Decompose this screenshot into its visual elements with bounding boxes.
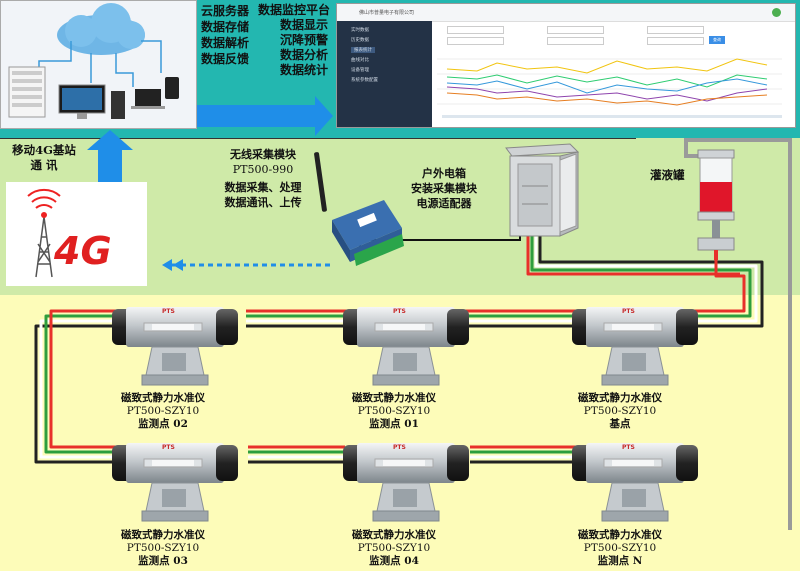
right-arrow-head (315, 96, 333, 136)
platform-feature: 数据监控平台 (258, 3, 331, 17)
uplink-arrow-shaft (98, 150, 122, 185)
date-input[interactable] (647, 37, 704, 45)
tank-label: 灌液罐 (650, 168, 685, 182)
filter-select[interactable] (447, 26, 504, 34)
monitor-icon (58, 84, 106, 119)
tank-icon (697, 149, 735, 260)
box-function: 电源适配器 (416, 197, 472, 210)
band-border (0, 138, 636, 139)
query-button[interactable]: 查询 (709, 36, 725, 44)
sensor-04 (342, 442, 470, 522)
dashboard-company: 佛山市普量电子有限公司 (359, 10, 415, 16)
sensor-brand: PTS (162, 308, 175, 315)
sensor-02 (111, 306, 239, 386)
4g-card: 4G (6, 182, 147, 286)
platform-features-list: 数据监控平台 数据显示 沉降预警 数据分析 数据统计 (258, 3, 331, 78)
wireless-module-label: 无线采集模块 PT500-990 数据采集、处理 数据通讯、上传 (216, 147, 310, 210)
series-line (446, 92, 768, 106)
series-line (446, 58, 768, 74)
monitoring-dashboard: 佛山市普量电子有限公司 实时数据 历史数据 报表统计 曲线对比 设备管理 系统参… (336, 3, 796, 128)
sensor-brand: PTS (393, 308, 406, 315)
filter-select[interactable] (647, 26, 704, 34)
wireless-module-icon (314, 152, 404, 266)
cable-black (34, 225, 764, 464)
cloud-services-list: 云服务器 数据存储 数据解析 数据反馈 (201, 3, 249, 67)
menu-item[interactable]: 实时数据 (351, 28, 369, 33)
sensor-base (571, 306, 699, 386)
outdoor-box-label: 户外电箱 安装采集模块 电源适配器 (396, 166, 492, 211)
menu-item[interactable]: 系统参数配置 (351, 78, 378, 83)
platform-feature: 数据显示 (279, 18, 328, 32)
filter-select[interactable] (547, 26, 604, 34)
outdoor-box-icon (505, 143, 580, 237)
cloud-service-item: 数据反馈 (201, 52, 250, 66)
sensor-01 (342, 306, 470, 386)
platform-feature: 数据统计 (279, 63, 328, 77)
base-station-subtitle: 通 讯 (30, 158, 58, 172)
series-line (446, 86, 768, 102)
menu-item[interactable]: 曲线对比 (351, 58, 369, 63)
series-line (446, 74, 768, 88)
menu-item-active[interactable]: 报表统计 (351, 47, 375, 53)
tank-pipe (684, 138, 792, 530)
date-input[interactable] (547, 37, 604, 45)
platform-feature: 数据分析 (279, 48, 328, 62)
series-line (446, 78, 768, 94)
wireless-arrow-head-2 (173, 259, 183, 271)
module-function: 数据采集、处理 (224, 181, 302, 194)
sensor-brand: PTS (622, 444, 635, 451)
sensor-brand: PTS (393, 444, 406, 451)
server-rack-icon (8, 66, 46, 118)
base-station-title: 移动4G基站 (12, 143, 76, 157)
menu-item[interactable]: 设备管理 (351, 68, 369, 73)
dashboard-line-chart (437, 58, 782, 118)
cable-red-upper (526, 225, 740, 276)
tablet-icon (165, 77, 179, 99)
cloud-service-item: 数据解析 (201, 36, 250, 50)
cable-white (39, 225, 758, 459)
date-input[interactable] (447, 37, 504, 45)
wireless-arrow-head-1 (162, 259, 172, 271)
sensor-brand: PTS (162, 444, 175, 451)
base-station-label: 移动4G基站 通 讯 (0, 143, 88, 173)
sensor-n (571, 442, 699, 522)
sensor-brand: PTS (622, 308, 635, 315)
menu-item[interactable]: 历史数据 (351, 38, 369, 43)
uplink-arrow-head (87, 130, 133, 150)
module-function: 数据通讯、上传 (224, 196, 302, 209)
pc-tower-icon (111, 91, 125, 119)
cloud-panel (0, 0, 197, 129)
module-model: PT500-990 (232, 163, 294, 176)
tower-icon: 4G (27, 188, 112, 278)
cable-green (44, 225, 752, 454)
4g-logo-text: 4G (53, 229, 112, 273)
right-arrow-shaft (195, 105, 315, 127)
cloud-links (38, 40, 162, 87)
platform-feature: 沉降预警 (279, 33, 328, 47)
sensor-03 (111, 442, 239, 522)
user-avatar (772, 8, 781, 17)
dashboard-sidebar: 实时数据 历史数据 报表统计 曲线对比 设备管理 系统参数配置 (337, 21, 432, 127)
cloud-service-item: 数据存储 (201, 20, 250, 34)
module-title: 无线采集模块 (230, 148, 296, 161)
cable-red (49, 240, 746, 449)
cloud-icon (57, 3, 145, 55)
box-function: 安装采集模块 (411, 182, 477, 195)
laptop-icon (131, 89, 165, 109)
dashboard-header: 佛山市普量电子有限公司 (337, 4, 795, 22)
cloud-service-item: 云服务器 (201, 4, 250, 18)
box-title: 户外电箱 (422, 167, 466, 180)
